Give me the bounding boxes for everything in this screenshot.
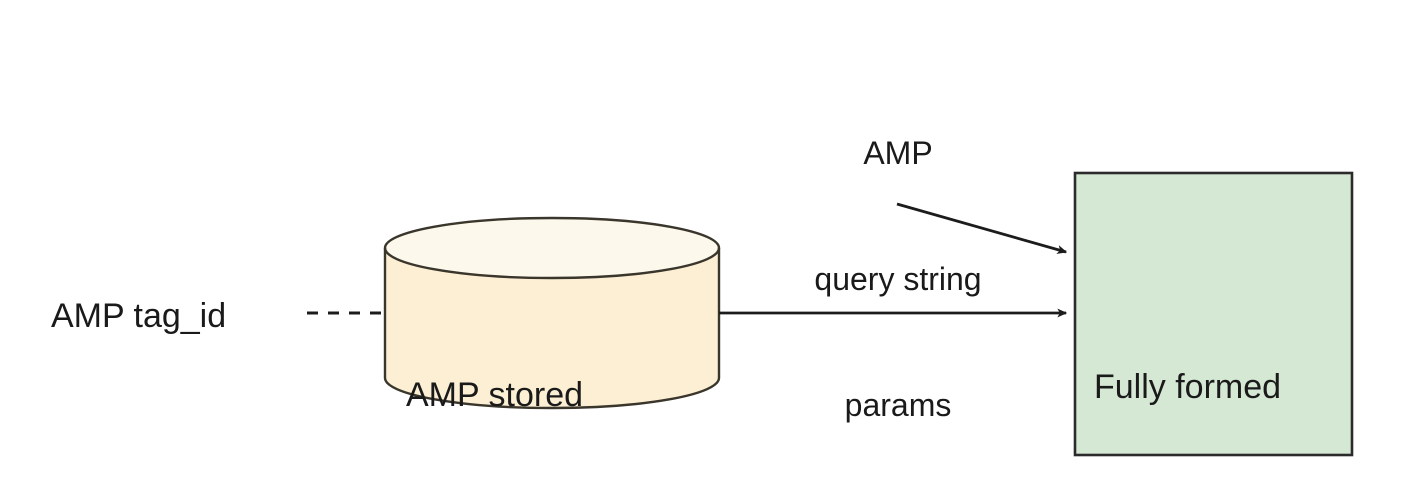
amp-stored-request-label: AMP stored request template — [406, 280, 659, 498]
fully-formed-ortb-box[interactable] — [1073, 171, 1354, 457]
amp-query-string-params-line2: query string — [814, 261, 982, 297]
amp-tag-id-label: AMP tag_id — [51, 297, 227, 335]
amp-query-string-params-label: AMP query string params — [778, 48, 1018, 498]
edge-query-params-to-ortb[interactable] — [896, 202, 1068, 254]
amp-stored-request-label-line1: AMP stored — [406, 376, 584, 414]
amp-stored-request-cylinder[interactable] — [383, 216, 721, 410]
amp-query-string-params-line3: params — [844, 387, 952, 423]
fully-formed-ortb-label: Fully formed ORTB — [1094, 272, 1281, 498]
fully-formed-ortb-label-line1: Fully formed — [1094, 368, 1282, 406]
amp-query-string-params-line1: AMP — [863, 135, 933, 171]
